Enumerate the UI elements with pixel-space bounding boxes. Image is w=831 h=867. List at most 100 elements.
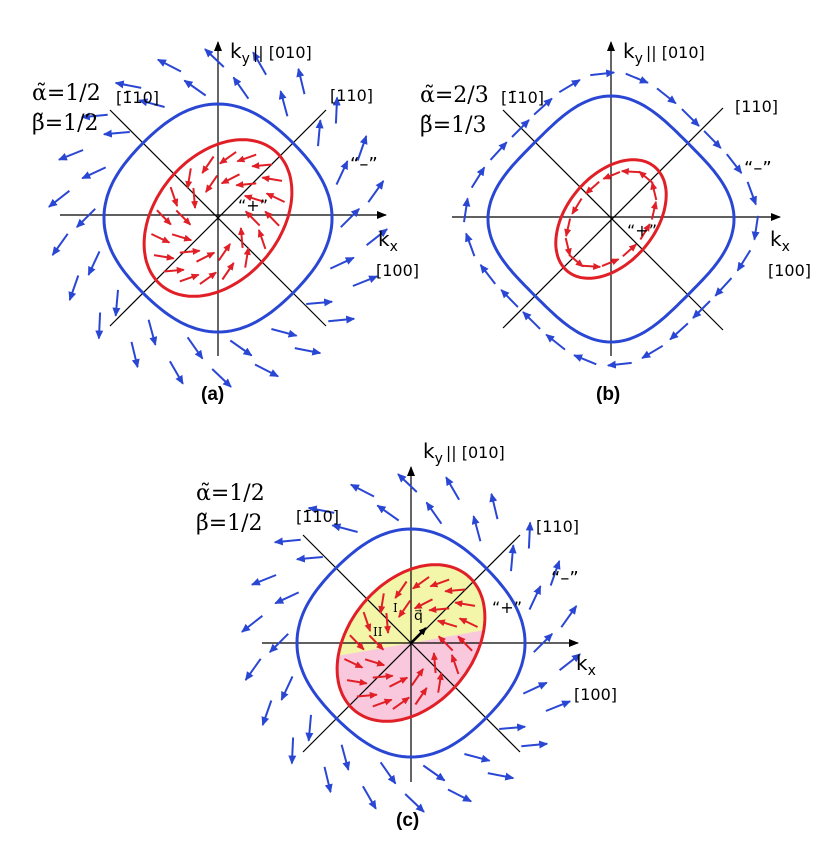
spin-arrow-inner xyxy=(191,188,198,209)
spin-arrow-outer xyxy=(138,98,165,108)
spin-arrow-inner xyxy=(428,606,450,614)
ky-label: ky|| [010] xyxy=(623,39,705,67)
spin-arrow-inner xyxy=(564,218,572,238)
spin-arrow-inner xyxy=(436,619,458,628)
spin-arrow-outer xyxy=(254,363,279,378)
spin-arrow-inner xyxy=(458,617,479,628)
spin-arrow-inner xyxy=(431,652,438,673)
spin-arrow-inner xyxy=(601,258,620,268)
spin-arrow-inner xyxy=(412,576,430,590)
kx-direction-label: [100] xyxy=(376,261,419,280)
spin-arrow-outer xyxy=(294,347,322,356)
spin-arrow-outer xyxy=(479,264,496,285)
spin-arrow-outer xyxy=(241,615,264,633)
spin-arrow-outer xyxy=(471,515,482,542)
spin-arrow-outer xyxy=(232,76,250,100)
spin-arrow-outer xyxy=(81,166,107,180)
spin-arrow-inner xyxy=(238,227,245,248)
spin-arrow-inner xyxy=(364,658,386,667)
spin-arrow-inner xyxy=(429,578,450,588)
panel-caption: (c) xyxy=(396,810,419,831)
spin-arrow-outer xyxy=(305,714,314,742)
spin-arrow-outer xyxy=(48,190,71,208)
spin-arrow-outer xyxy=(397,473,418,493)
spin-arrow-outer xyxy=(114,80,142,89)
kx-direction-label: [100] xyxy=(574,685,617,704)
spin-arrow-outer xyxy=(379,761,397,785)
spin-arrow-inner xyxy=(163,266,185,274)
panel-a: α̃=1/2 β̃=1/2 ky|| [010] kx [100] [1̄10]… xyxy=(32,39,419,405)
spin-arrow-outer xyxy=(703,130,722,149)
spin-arrow-outer xyxy=(462,197,471,223)
panel-caption: (a) xyxy=(201,384,224,405)
inner-fermi-contour xyxy=(142,138,294,298)
spin-arrow-inner xyxy=(639,223,651,241)
panel-b: α̃=2/3 β̃=1/3 ky|| [010] kx [100] [1̄10]… xyxy=(420,39,811,405)
spin-arrow-inner xyxy=(199,271,217,285)
spin-arrow-outer xyxy=(183,79,207,97)
spin-arrow-outer xyxy=(522,681,548,695)
spin-arrow-inner xyxy=(349,634,365,651)
spin-arrow-outer xyxy=(533,97,553,116)
spin-arrow-inner xyxy=(437,635,454,652)
spin-arrow-outer xyxy=(447,788,472,803)
spin-arrow-inner xyxy=(457,635,473,652)
spin-arrow-outer xyxy=(250,574,277,586)
diag-110-label: [110] xyxy=(330,86,373,105)
spin-arrow-outer xyxy=(500,289,519,308)
spin-arrow-outer xyxy=(528,585,542,611)
spin-arrow-inner xyxy=(568,254,584,268)
spin-arrow-outer xyxy=(487,772,515,781)
spin-arrow-inner xyxy=(251,162,273,170)
plus-band-label: “+” xyxy=(627,221,657,240)
spin-arrow-outer xyxy=(545,700,572,712)
spin-arrow-inner xyxy=(602,170,621,180)
spin-arrow-outer xyxy=(590,69,616,78)
spin-arrow-outer xyxy=(307,505,335,514)
spin-arrow-inner xyxy=(398,600,412,618)
spin-arrow-inner xyxy=(378,593,386,615)
spin-arrow-inner xyxy=(368,634,385,651)
spin-arrow-outer xyxy=(533,633,553,653)
spin-arrow-outer xyxy=(464,753,491,763)
spin-arrow-inner xyxy=(171,233,193,242)
spin-arrow-outer xyxy=(511,119,530,138)
spin-arrow-outer xyxy=(130,341,140,369)
spin-arrow-outer xyxy=(335,160,349,186)
spin-arrow-inner xyxy=(196,251,216,263)
region-II-label: II xyxy=(373,625,383,639)
spin-arrow-outer xyxy=(641,344,664,359)
spin-arrow-outer xyxy=(573,354,597,366)
spin-arrow-outer xyxy=(365,228,388,246)
spin-arrow-outer xyxy=(328,315,356,324)
spin-arrow-outer xyxy=(329,256,355,270)
spin-arrow-inner xyxy=(243,194,265,203)
spin-arrow-outer xyxy=(80,112,108,121)
q-vector-label: q⃗ xyxy=(414,608,423,624)
spin-arrow-inner xyxy=(622,243,637,258)
spin-arrow-outer xyxy=(521,740,549,749)
spin-arrow-inner xyxy=(264,210,280,227)
kx-label: kx xyxy=(378,227,398,255)
spin-arrow-inner xyxy=(444,587,466,595)
spin-arrow-inner xyxy=(413,598,433,610)
spin-arrow-inner xyxy=(650,181,658,201)
spin-arrow-outer xyxy=(465,232,476,257)
spin-arrow-inner xyxy=(201,155,215,174)
spin-arrow-outer xyxy=(508,544,517,572)
beta-label: β̃=1/2 xyxy=(196,511,263,536)
spin-arrow-outer xyxy=(229,339,253,357)
spin-arrow-inner xyxy=(389,676,409,688)
spin-arrow-inner xyxy=(454,600,476,608)
panel-caption: (b) xyxy=(596,384,620,405)
spin-arrow-outer xyxy=(340,744,351,771)
minus-band-label: “–” xyxy=(744,158,772,179)
kx-direction-label: [100] xyxy=(768,261,811,280)
spin-arrow-outer xyxy=(147,319,158,346)
spin-arrow-outer xyxy=(470,166,486,189)
spin-arrow-outer xyxy=(560,605,578,628)
spin-arrow-outer xyxy=(751,215,760,241)
spin-arrow-outer xyxy=(545,333,566,351)
spin-arrow-inner xyxy=(414,687,428,706)
